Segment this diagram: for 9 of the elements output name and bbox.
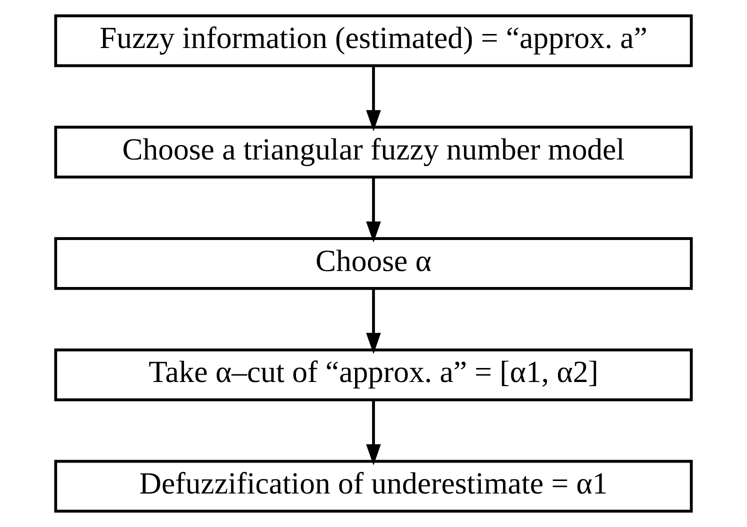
arrow — [366, 177, 381, 243]
arrow — [366, 66, 381, 132]
node-box: Defuzzification of underestimate = α1 — [54, 460, 693, 513]
node-box: Take α–cut of “approx. a” = [α1, α2] — [54, 348, 693, 402]
arrow — [366, 288, 381, 354]
node-box: Choose α — [54, 237, 693, 290]
node-box: Choose a triangular fuzzy number model — [54, 126, 693, 179]
node-box: Fuzzy information (estimated) = “approx. a” — [54, 14, 693, 68]
arrow — [366, 400, 381, 466]
